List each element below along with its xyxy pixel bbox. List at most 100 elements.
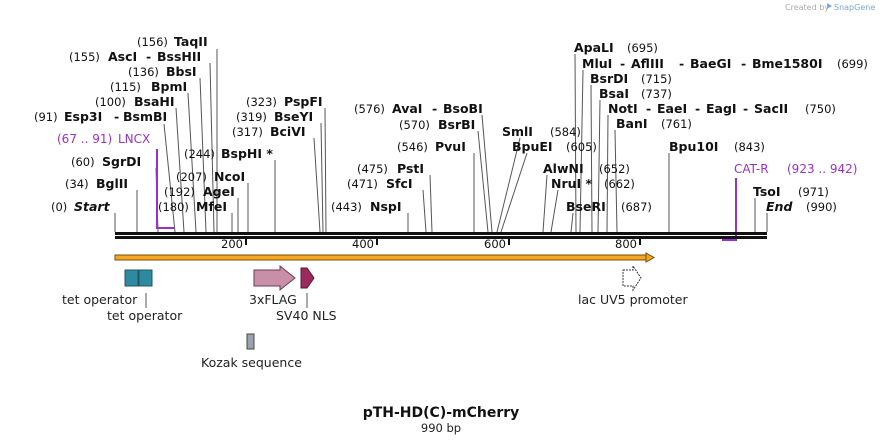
- site-bsai[interactable]: BsaI (737): [599, 86, 672, 101]
- primer-name: CAT-R: [734, 162, 769, 176]
- site-name: PspFI: [284, 94, 323, 109]
- site-name: BseYI: [274, 109, 313, 124]
- site-pos: (156): [137, 35, 168, 49]
- primer-arrow: [156, 149, 174, 229]
- site-esp3i[interactable]: (91) Esp3I - BsmBI: [34, 109, 167, 124]
- site-tsoi[interactable]: TsoI (971): [753, 184, 829, 199]
- site-agei[interactable]: (207) AgeI: [176, 170, 235, 199]
- site-nspi[interactable]: (443) NspI: [331, 199, 402, 214]
- site-pos: (91): [34, 110, 58, 124]
- site-bani[interactable]: BanI (761): [616, 116, 692, 131]
- site-pvui[interactable]: (546) PvuI: [397, 139, 466, 154]
- feature-label: Kozak sequence: [201, 355, 302, 370]
- site-pos: (990): [806, 200, 837, 214]
- site-pos: (323): [246, 95, 277, 109]
- feature-arrow: [253, 264, 296, 292]
- site-pos: (584): [550, 125, 581, 139]
- site-name: SgrDI: [102, 154, 141, 169]
- site-sep: -: [114, 109, 119, 124]
- site-name: BsaI: [599, 86, 629, 101]
- site-end[interactable]: End (990): [766, 199, 837, 214]
- site-smli[interactable]: SmlI (584): [502, 124, 581, 139]
- site-pos: (136): [128, 65, 159, 79]
- site-pos: (443): [331, 200, 362, 214]
- feature-tet-operator-1[interactable]: tet operator: [62, 269, 139, 307]
- site-leader-lines: [114, 49, 768, 233]
- site-asci[interactable]: (155) AscI - BssHII: [69, 49, 201, 64]
- site-bsrdi[interactable]: BsrDI (715): [590, 71, 672, 86]
- site-name: ApaLI: [574, 40, 614, 55]
- site-name-3: BaeGI: [690, 56, 731, 71]
- site-alwni[interactable]: AlwNI (652): [543, 161, 630, 176]
- site-pos: (100): [95, 95, 126, 109]
- site-psti[interactable]: (475) PstI: [357, 161, 424, 176]
- site-name: TsoI: [753, 184, 781, 199]
- site-name: Esp3I: [64, 109, 102, 124]
- site-ncoi[interactable]: NcoI: [214, 169, 245, 184]
- site-name-2: AflIII: [631, 56, 664, 71]
- site-bpu10i[interactable]: Bpu10I (843): [669, 139, 765, 154]
- primer-arrow: [722, 178, 737, 241]
- site-mlui[interactable]: MluI - AflIII - BaeGI - Bme1580I (699): [582, 56, 868, 71]
- site-pos: (750): [805, 102, 836, 116]
- feature-label: lac UV5 promoter: [578, 292, 688, 307]
- site-name-2: BsoBI: [443, 101, 483, 116]
- site-bsphi[interactable]: (244) BspHI *: [184, 146, 273, 161]
- site-name-4: SacII: [754, 101, 788, 116]
- site-sfci[interactable]: (471) SfcI: [347, 176, 413, 191]
- site-bsahi[interactable]: (100) BsaHI: [95, 94, 175, 109]
- site-sgrdi[interactable]: (60) SgrDI: [71, 154, 141, 169]
- feature-arrow: [622, 264, 642, 292]
- site-name: MluI: [582, 56, 612, 71]
- site-name: BglII: [96, 176, 128, 191]
- feature-label: SV40 NLS: [276, 308, 337, 323]
- site-pos: (319): [236, 110, 267, 124]
- feature-arrow: [300, 267, 315, 289]
- site-bsrbi[interactable]: (570) BsrBI: [399, 117, 475, 132]
- site-apali[interactable]: ApaLI (695): [574, 40, 658, 55]
- site-pos: (737): [641, 87, 672, 101]
- site-bpuei[interactable]: BpuEI (605): [512, 139, 597, 154]
- primer-lncx[interactable]: (67 .. 91) LNCX: [57, 132, 174, 229]
- site-name: NspI: [370, 199, 402, 214]
- site-bseri[interactable]: BseRI (687): [566, 199, 652, 214]
- primer-cat-r[interactable]: CAT-R (923 .. 942): [722, 162, 857, 241]
- site-sep: -: [620, 56, 625, 71]
- site-taqii[interactable]: (156) TaqII: [137, 34, 208, 49]
- site-name-4: Bme1580I: [752, 56, 822, 71]
- snapgene-logo-icon: [827, 3, 832, 9]
- feature-kozak-sequence[interactable]: Kozak sequence: [201, 333, 302, 370]
- site-noti[interactable]: NotI - EaeI - EagI - SacII (750): [608, 101, 836, 116]
- feature-3xflag[interactable]: 3xFLAG: [249, 264, 297, 307]
- site-pos: (605): [566, 140, 597, 154]
- site-pos: (652): [599, 162, 630, 176]
- site-bglii[interactable]: (34) BglII: [65, 176, 128, 191]
- site-bcivi[interactable]: (317) BciVI: [232, 124, 306, 139]
- site-pos: (761): [661, 117, 692, 131]
- site-name: AvaI: [392, 101, 422, 116]
- site-bseyi[interactable]: (319) BseYI: [236, 109, 313, 124]
- site-pos: (695): [627, 41, 658, 55]
- orf-arrow[interactable]: [114, 252, 656, 263]
- site-sep: -: [741, 56, 746, 71]
- site-name: BanI: [616, 116, 648, 131]
- site-sep: -: [646, 101, 651, 116]
- site-pos: (34): [65, 177, 89, 191]
- site-sep: -: [432, 101, 437, 116]
- feature-sv40-nls[interactable]: SV40 NLS: [276, 267, 337, 323]
- site-bpmi[interactable]: (115) BpmI: [110, 79, 187, 94]
- feature-lac-uv5-promoter[interactable]: lac UV5 promoter: [578, 264, 688, 307]
- svg-text:600: 600: [484, 237, 506, 251]
- site-pos: (244): [184, 147, 215, 161]
- site-pos: (699): [837, 57, 868, 71]
- created-by-label: Created by: [785, 3, 829, 12]
- site-start[interactable]: (0) Start: [51, 199, 111, 214]
- site-bbsi[interactable]: (136) BbsI: [128, 64, 197, 79]
- site-name: MfeI: [196, 199, 227, 214]
- site-avai[interactable]: (576) AvaI - BsoBI: [354, 101, 483, 116]
- feature-tet-operator-2[interactable]: tet operator: [107, 269, 183, 323]
- site-nrui[interactable]: NruI * (662): [551, 176, 635, 191]
- site-mfei[interactable]: (192) MfeI (180): [158, 185, 227, 214]
- site-pos: (715): [641, 72, 672, 86]
- site-pspfi[interactable]: (323) PspFI: [246, 94, 323, 109]
